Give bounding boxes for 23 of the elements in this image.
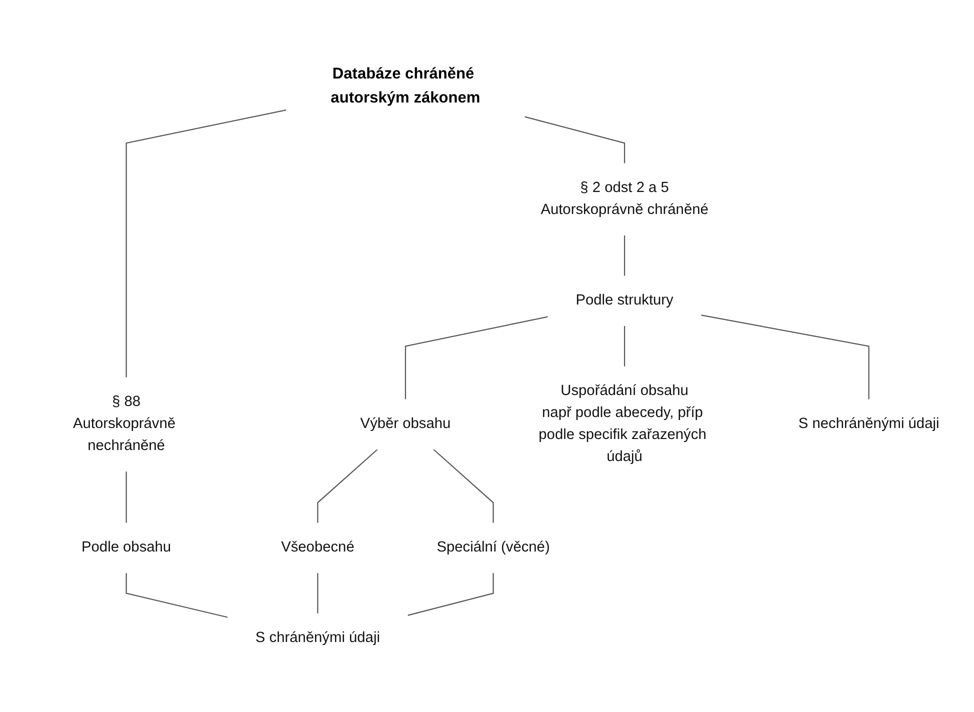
connector [404, 316, 548, 400]
node-text: Uspořádání obsahu např podle abecedy, příp podle specifik zařazených údajů [538, 383, 706, 465]
connector [317, 572, 318, 614]
connector [407, 572, 494, 616]
node-text: Podle struktury [576, 292, 674, 308]
node-text: S nechráněnými údaji [798, 416, 940, 432]
connector [624, 326, 626, 367]
node-text: Všeobecné [281, 540, 354, 556]
connector [126, 572, 228, 618]
connector [317, 448, 378, 524]
node-text: S chráněnými údaji [255, 630, 380, 646]
node-text: Databáze chráněné autorským zákonem [330, 64, 480, 106]
connector [126, 471, 127, 524]
connector [524, 116, 626, 164]
node-text: Speciální (věcné) [436, 540, 550, 556]
connector [624, 235, 626, 276]
connector [126, 110, 287, 378]
node-text: Výběr obsahu [360, 416, 451, 432]
node-text: § 88 Autorskoprávně nechráněné [72, 394, 176, 454]
node-text: § 2 odst 2 a 5 Autorskoprávně chráněné [540, 180, 708, 218]
connector [432, 448, 494, 524]
connector [700, 314, 870, 400]
node-text: Podle obsahu [82, 540, 172, 556]
